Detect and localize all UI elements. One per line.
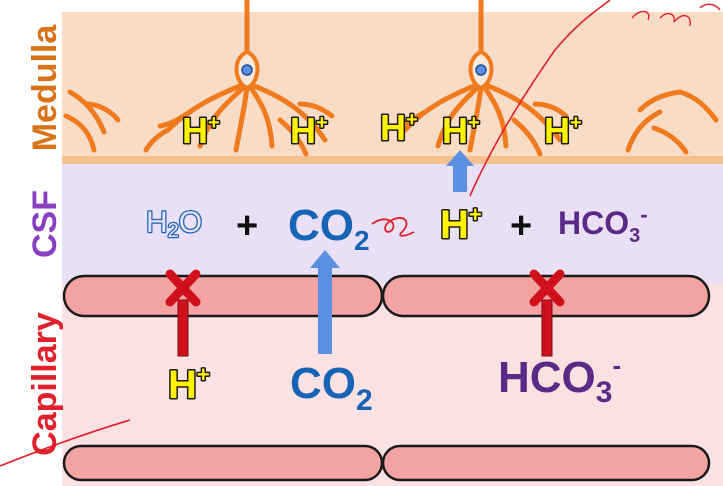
nucleus-left [242, 65, 252, 75]
plus-sign-1: + [236, 205, 258, 247]
csf-label: CSF [26, 190, 64, 258]
medulla-csf-boundary [62, 156, 723, 164]
medulla-label: Medulla [26, 24, 64, 152]
plus-sign-2: + [510, 205, 532, 247]
membrane-top-left [64, 276, 382, 316]
membrane-bottom-left [64, 446, 382, 480]
capillary-label: Capillary [26, 312, 64, 456]
nucleus-right [476, 65, 486, 75]
membrane-bottom-right [383, 446, 709, 480]
